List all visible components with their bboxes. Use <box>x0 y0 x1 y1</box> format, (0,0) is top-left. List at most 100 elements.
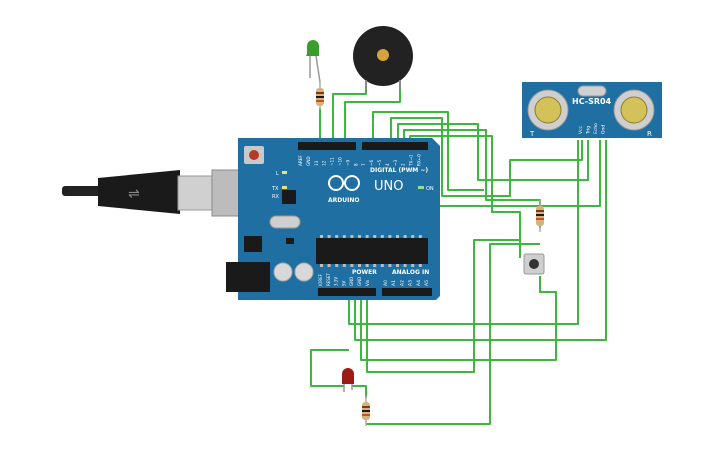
digital-pin-label-2: 13 <box>314 160 319 166</box>
wire-red-anode <box>352 385 367 398</box>
capacitor-1 <box>273 262 293 282</box>
sensor-t-mark: T <box>529 130 535 138</box>
sensor-pin-label-1: Trig <box>586 126 592 135</box>
chip-pin-top-13 <box>418 235 422 238</box>
power-header <box>318 288 376 296</box>
power-pin-label-4: GND <box>349 277 354 286</box>
wire-red-led-gnd <box>310 349 349 387</box>
chip-pin-top-1 <box>327 235 331 238</box>
arduino-logo-icon <box>328 175 360 191</box>
sensor-pin-label-3: Gnd <box>601 125 607 134</box>
wire-red-led <box>366 239 520 373</box>
wire-d5 <box>390 117 583 197</box>
chip-pin-top-2 <box>335 235 339 238</box>
on-label: ON <box>426 186 434 192</box>
digital-pin-label-13: 2 <box>401 163 406 166</box>
usb-cable: ⇌ <box>62 169 265 217</box>
chip-pin-top-3 <box>342 235 346 238</box>
digital-pin-label-11: 4 <box>385 163 390 166</box>
chip-pin-top-8 <box>380 235 384 238</box>
analog-pin-label-2: A2 <box>399 280 405 286</box>
chip-pin-bottom-2 <box>335 264 339 267</box>
wire-d7 <box>372 111 484 191</box>
power-pin-label-1: RESET <box>326 273 331 286</box>
digital-header-label: DIGITAL (PWM ~) <box>370 167 428 174</box>
chip-pin-bottom-5 <box>358 264 361 267</box>
red-led-resistor-band-2 <box>362 410 370 412</box>
wire-buzzer-2 <box>344 86 401 148</box>
analog-pin-label-5: A5 <box>424 280 430 286</box>
arduino-brand: ARDUINO <box>328 197 359 204</box>
usb-chip <box>282 190 296 204</box>
push-button[interactable] <box>523 253 545 275</box>
reset-button-cap <box>249 150 259 160</box>
power-pin-label-3: 5V <box>341 280 346 286</box>
led-rx-label: RX <box>272 194 279 200</box>
chip-pin-top-4 <box>350 235 354 238</box>
chip-pin-top-11 <box>403 235 407 238</box>
wire-red-res <box>366 243 540 425</box>
chip-pin-bottom-3 <box>342 264 346 267</box>
wires <box>310 86 607 425</box>
power-pin-label-2: 3.3V <box>334 277 339 286</box>
chip-pin-bottom-0 <box>320 264 323 267</box>
digital-pin-label-1: GND <box>306 156 311 166</box>
led-l-indicator <box>282 171 287 174</box>
chip-pin-bottom-1 <box>327 264 331 267</box>
chip-pin-bottom-9 <box>388 264 392 267</box>
arduino-model: UNO <box>374 179 403 194</box>
push-button-cap <box>529 259 539 269</box>
power-pin-label-6: Vin <box>365 279 370 286</box>
button-resistor <box>536 200 544 232</box>
green-led <box>306 40 324 110</box>
digital-pin-label-9: ~6 <box>369 159 374 166</box>
digital-header-b <box>362 142 428 150</box>
usb-plug-tip <box>177 175 215 211</box>
button-resistor-band-2 <box>536 214 544 216</box>
sensor-crystal <box>577 85 607 97</box>
digital-pin-label-10: ~5 <box>377 159 382 166</box>
green-led-resistor-band-2 <box>316 96 324 98</box>
power-barrel-jack <box>226 262 270 292</box>
power-pin-label-5: GND <box>357 277 362 286</box>
on-led-indicator <box>418 186 424 189</box>
digital-pin-label-14: TX→1 <box>409 154 414 167</box>
chip-pin-top-9 <box>388 235 392 238</box>
digital-pin-label-8: 7 <box>361 163 366 166</box>
chip-pin-top-6 <box>365 235 369 238</box>
wire-5v <box>348 140 579 325</box>
digital-header-a <box>298 142 356 150</box>
button-resistor-band-1 <box>536 210 544 212</box>
digital-pin-label-3: 12 <box>322 160 327 166</box>
sensor-receiver <box>620 96 648 124</box>
sensor-pin-label-0: Vcc <box>578 125 584 134</box>
digital-pin-label-0: AREF <box>298 155 303 166</box>
usb-plug-body <box>98 170 180 214</box>
digital-pin-label-15: RX←0 <box>417 154 422 166</box>
sensor-pin-label-2: Echo <box>593 123 599 134</box>
chip-pin-bottom-8 <box>380 264 384 267</box>
chip-pin-bottom-7 <box>373 264 377 267</box>
sensor-r-mark: R <box>647 130 652 138</box>
green-led-resistor-band-3 <box>316 100 324 102</box>
green-led-leg-2 <box>315 55 321 83</box>
chip-pin-bottom-4 <box>350 264 354 267</box>
red-led <box>342 368 370 426</box>
chip-pin-bottom-12 <box>411 264 415 267</box>
red-led-resistor-band-1 <box>362 406 370 408</box>
usb-cable-cord <box>62 186 102 196</box>
microcontroller-pins <box>320 235 422 267</box>
red-led-resistor-band-3 <box>362 414 370 416</box>
red-led-dome <box>342 368 354 384</box>
digital-pin-label-5: ~10 <box>338 157 343 166</box>
chip-pin-top-5 <box>358 235 361 238</box>
regulator <box>244 236 262 252</box>
chip-pin-top-10 <box>396 235 399 238</box>
power-pin-label-0: IOREF <box>318 273 323 286</box>
